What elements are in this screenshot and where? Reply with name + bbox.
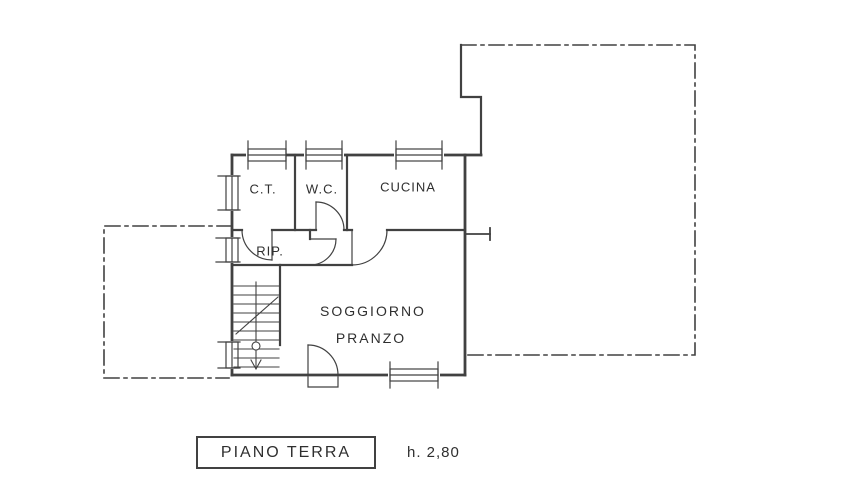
- floor-title-box: PIANO TERRA: [196, 436, 376, 469]
- window-ct-top: [246, 140, 287, 170]
- terrace-boundary: [460, 44, 696, 356]
- door-cucina: [351, 229, 388, 266]
- entrance-threshold: [307, 376, 339, 388]
- room-label-soggiorno: SOGGIORNO: [320, 303, 426, 319]
- window-cucina-top: [394, 140, 444, 170]
- stairs-break-line: [235, 296, 279, 335]
- door-entrance: [307, 344, 339, 376]
- window-wc-top: [304, 140, 344, 170]
- floor-title: PIANO TERRA: [220, 443, 352, 461]
- room-label-cucina: CUCINA: [380, 179, 436, 195]
- door-wc: [315, 201, 345, 231]
- door-ct: [241, 229, 273, 261]
- room-label-pranzo: PRANZO: [335, 330, 407, 346]
- room-label-ct: C.T.: [249, 181, 277, 197]
- left-boundary: [103, 225, 233, 379]
- stairs-arrow: [250, 359, 262, 371]
- window-ct-left: [217, 175, 241, 211]
- window-stairs-left: [217, 341, 241, 369]
- terrace-wall-connector: [459, 43, 483, 157]
- room-label-wc: W.C.: [305, 181, 339, 197]
- window-soggiorno-bottom: [388, 361, 440, 389]
- ceiling-height-label: h. 2,80: [407, 444, 460, 461]
- interior-walls: [230, 153, 467, 347]
- room-label-rip: RIP.: [256, 243, 284, 259]
- wall-stub-right: [464, 227, 491, 241]
- door-rip: [309, 238, 337, 266]
- window-rip-left: [215, 237, 241, 263]
- stairs: [233, 281, 280, 371]
